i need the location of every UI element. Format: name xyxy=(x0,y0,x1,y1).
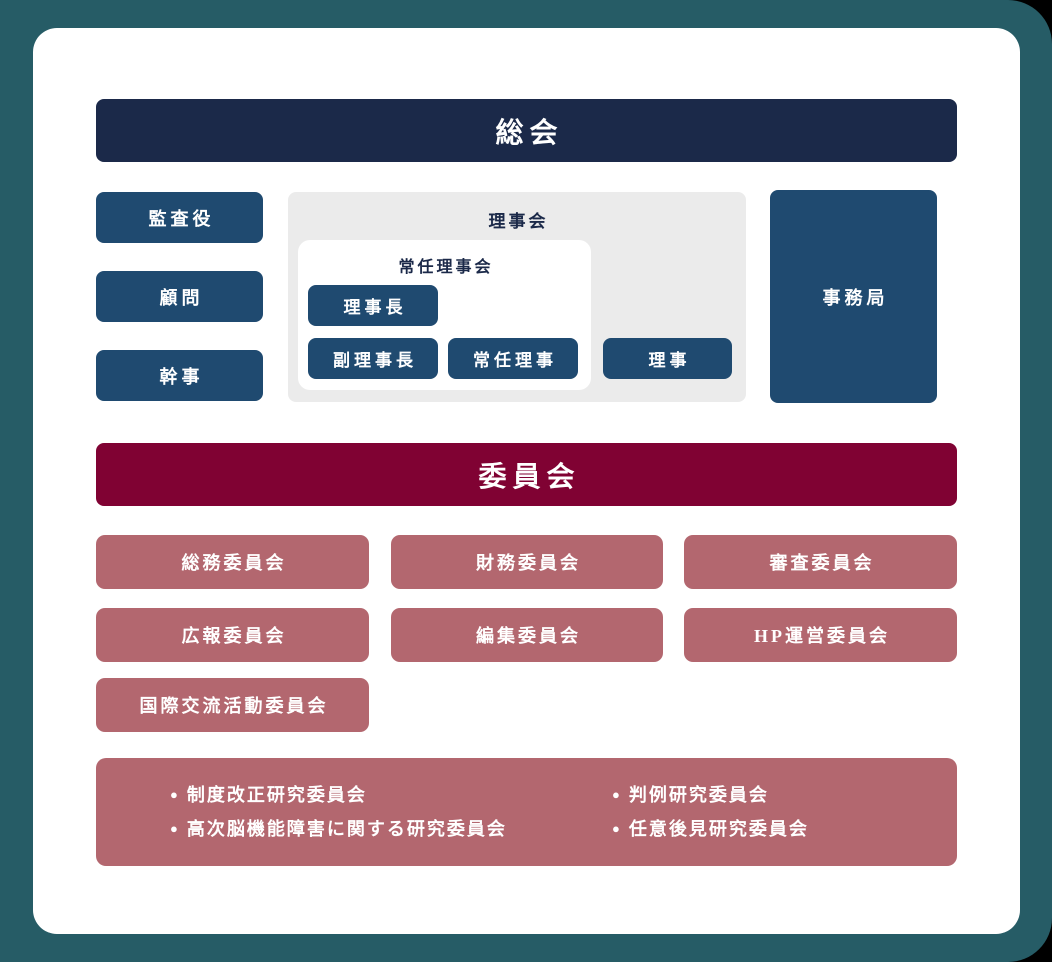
general-assembly-banner: 総会 xyxy=(96,99,957,162)
board-of-directors-container: 理事会 常任理事会 理事長 副理事長 常任理事 理事 xyxy=(288,192,746,402)
bullet-icon: ● xyxy=(612,787,622,802)
standing-board-title: 常任理事会 xyxy=(398,259,494,276)
public-relations-committee-box: 広報委員会 xyxy=(96,608,369,662)
research-committees-container: ● 制度改正研究委員会 ● 高次脳機能障害に関する研究委員会 ● 判例研究委員会… xyxy=(96,758,957,866)
director-box: 理事 xyxy=(603,338,732,379)
secretary-box: 幹事 xyxy=(96,350,263,401)
editorial-committee-box: 編集委員会 xyxy=(391,608,663,662)
finance-committee-box: 財務委員会 xyxy=(391,535,663,589)
list-item: ● 任意後見研究委員会 xyxy=(612,816,809,842)
secretariat-box: 事務局 xyxy=(770,190,937,403)
screening-committee-box: 審査委員会 xyxy=(684,535,957,589)
auditor-box: 監査役 xyxy=(96,192,263,243)
standing-director-box: 常任理事 xyxy=(448,338,578,379)
research-committee-label: 制度改正研究委員会 xyxy=(186,785,367,805)
standing-board-container: 常任理事会 理事長 副理事長 常任理事 xyxy=(298,240,591,390)
international-exchange-committee-box: 国際交流活動委員会 xyxy=(96,678,369,732)
bullet-icon: ● xyxy=(170,821,180,836)
list-item: ● 高次脳機能障害に関する研究委員会 xyxy=(170,816,507,842)
org-chart-card: 総会 監査役 顧問 幹事 理事会 常任理事会 理事長 副理事長 常任理事 理事 … xyxy=(33,28,1020,934)
bullet-icon: ● xyxy=(612,821,622,836)
research-committees-left-column: ● 制度改正研究委員会 ● 高次脳機能障害に関する研究委員会 xyxy=(170,782,507,842)
list-item: ● 制度改正研究委員会 xyxy=(170,782,507,808)
website-committee-box: HP運営委員会 xyxy=(684,608,957,662)
research-committee-label: 任意後見研究委員会 xyxy=(628,819,809,839)
committee-banner: 委員会 xyxy=(96,443,957,506)
advisor-box: 顧問 xyxy=(96,271,263,322)
vice-chairman-box: 副理事長 xyxy=(308,338,438,379)
research-committees-right-column: ● 判例研究委員会 ● 任意後見研究委員会 xyxy=(612,782,809,842)
research-committee-label: 判例研究委員会 xyxy=(628,785,769,805)
research-committee-label: 高次脳機能障害に関する研究委員会 xyxy=(186,819,507,839)
bullet-icon: ● xyxy=(170,787,180,802)
list-item: ● 判例研究委員会 xyxy=(612,782,809,808)
chairman-box: 理事長 xyxy=(308,285,438,326)
general-affairs-committee-box: 総務委員会 xyxy=(96,535,369,589)
board-of-directors-title: 理事会 xyxy=(488,212,549,231)
